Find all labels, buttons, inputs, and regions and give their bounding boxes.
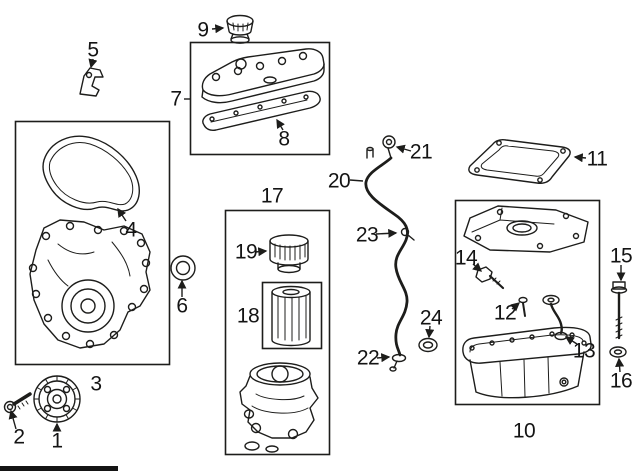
callout-3: 3 [90,372,102,396]
callout-arrows [8,24,626,432]
part-14-bolt-icon [475,266,505,290]
bottom-crop-bar [0,466,118,471]
callout-10: 10 [512,419,536,443]
part-17-filter-housing-icon [239,362,319,453]
callout-20: 20 [327,169,351,193]
callout-9: 9 [197,18,209,42]
part-11-pan-gasket-icon [468,139,571,184]
part-5-bracket-icon [79,67,104,97]
callout-17: 17 [260,184,284,208]
filter-element-box [261,281,323,350]
callout-21: 21 [409,140,433,164]
part-8-valve-cover-gasket-icon [202,90,321,131]
part-15-long-bolt-icon [610,281,628,340]
part-12-stud-icon [518,296,528,317]
part-7-valve-cover-icon [201,48,325,104]
callout-23: 23 [355,223,379,247]
upper-oil-pan-adapter-icon [463,205,589,253]
callout-24: 24 [419,306,443,330]
part-24-tube-gasket-icon [418,337,438,353]
callout-7: 7 [170,87,182,111]
callout-12: 12 [493,301,517,325]
callout-16: 16 [609,369,633,393]
part-19-filter-cap-icon [269,234,309,274]
valve-cover-box [189,41,331,156]
part-21-dipstick-handle-icon [366,135,396,159]
part-13-pickup-tube-icon [542,294,568,341]
callout-4: 4 [125,218,137,242]
part-18-filter-element-icon [271,285,311,347]
callout-5: 5 [87,38,99,62]
callout-11: 11 [586,147,608,171]
part-22-tube-flange-icon [389,353,407,372]
callout-15: 15 [609,244,633,268]
part-1-crank-pulley-icon [33,375,81,423]
part-9-oil-filler-cap-icon [226,14,254,44]
part-10-oil-pan-icon [462,326,592,399]
part-2-pulley-bolt-icon [3,392,32,414]
oil-filter-box [224,209,331,456]
callout-1: 1 [51,429,63,453]
callout-13: 13 [572,339,596,363]
part-20-dipstick-tube-icon [364,156,409,357]
callout-2: 2 [13,425,25,449]
part-6-seal-icon [170,255,196,281]
part-23-tube-clip-icon [400,227,415,241]
group-boxes [14,41,601,456]
part-3-timing-cover-icon [28,219,151,349]
part-16-washer-icon [609,346,627,358]
timing-cover-box [14,120,171,366]
callout-18: 18 [236,304,260,328]
callout-8: 8 [278,127,290,151]
callout-19: 19 [234,240,258,264]
callout-6: 6 [176,294,188,318]
part-4-timing-gasket-icon [42,135,140,212]
oil-pan-box [454,199,601,406]
callout-14: 14 [454,246,478,270]
callout-22: 22 [356,346,380,370]
